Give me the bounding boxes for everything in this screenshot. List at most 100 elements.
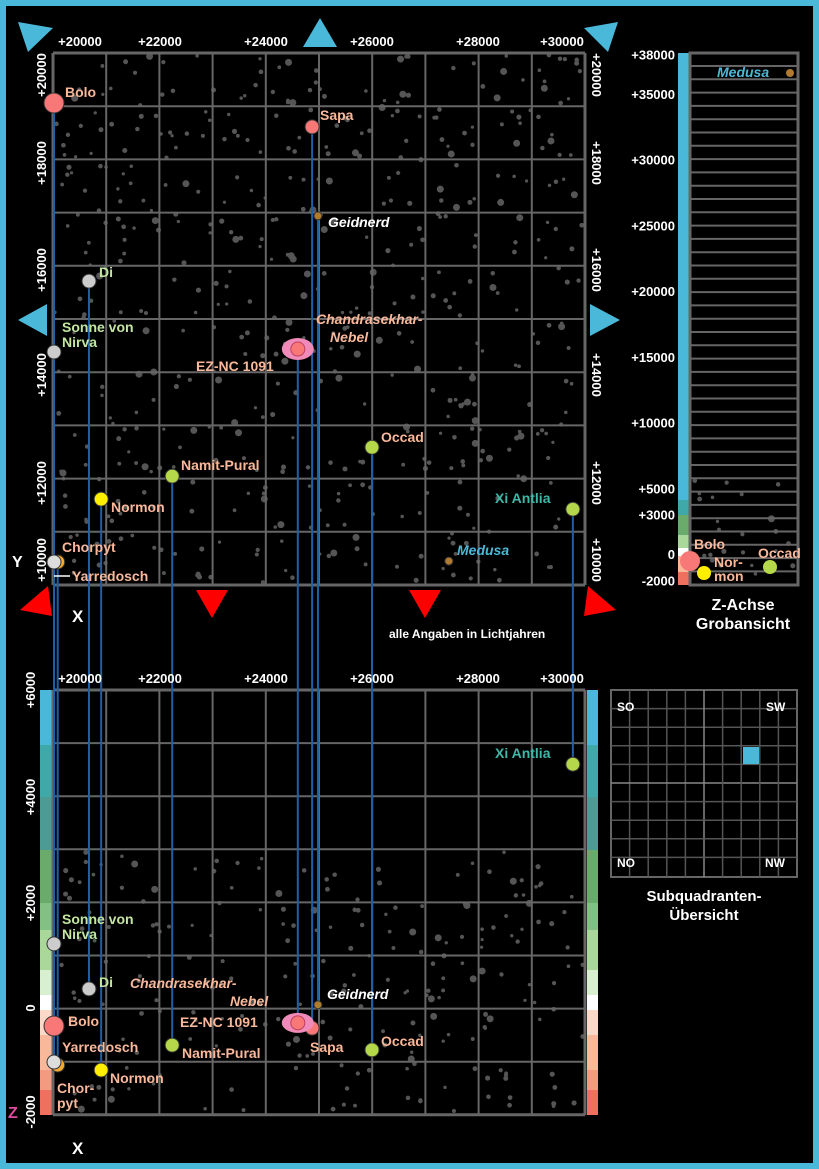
background-star: [274, 217, 279, 222]
background-star: [395, 100, 400, 105]
arrow-down-icon[interactable]: [196, 590, 228, 618]
background-star: [342, 326, 348, 331]
arrow-bottom-left-icon[interactable]: [20, 586, 52, 616]
background-star: [519, 878, 524, 883]
background-star: [65, 172, 70, 177]
background-star: [404, 138, 409, 143]
background-star: [568, 153, 573, 157]
background-star: [490, 271, 495, 276]
background-star: [111, 421, 115, 426]
background-star: [207, 118, 212, 123]
star-label: Bolo: [65, 84, 96, 100]
star-label: Bolo: [68, 1013, 99, 1029]
arrow-left-icon[interactable]: [18, 304, 47, 336]
background-star: [453, 552, 458, 556]
background-star: [516, 114, 522, 120]
background-star: [480, 84, 486, 89]
background-star: [517, 429, 522, 434]
arrow-up-icon[interactable]: [303, 18, 337, 47]
background-star: [134, 1050, 140, 1055]
background-star: [405, 429, 410, 434]
background-star: [280, 464, 287, 470]
background-star: [235, 429, 243, 437]
background-star: [447, 397, 453, 403]
arrow-top-left-icon[interactable]: [18, 22, 53, 52]
background-star: [510, 934, 514, 938]
background-star: [260, 580, 265, 585]
background-star: [516, 214, 524, 222]
arrow-top-right-icon[interactable]: [584, 22, 618, 52]
background-star: [167, 924, 171, 929]
background-star: [189, 508, 195, 514]
background-star: [513, 363, 518, 367]
arrow-down-icon[interactable]: [409, 590, 441, 618]
background-star: [502, 850, 506, 854]
background-star: [504, 54, 509, 58]
background-star: [478, 967, 486, 975]
background-star: [283, 974, 288, 979]
background-star: [451, 572, 456, 578]
background-star: [232, 235, 240, 243]
background-star: [536, 237, 541, 242]
x-tick-label: +20000: [58, 34, 102, 49]
background-star: [437, 995, 441, 1000]
background-star: [404, 54, 409, 59]
star-label: Yarredosch: [72, 568, 148, 584]
background-star: [503, 1075, 509, 1081]
background-star: [546, 322, 552, 328]
background-star: [382, 1042, 388, 1048]
background-star: [63, 867, 69, 874]
background-star: [439, 198, 444, 203]
background-star: [542, 79, 547, 84]
background-star: [485, 454, 493, 462]
background-star: [405, 92, 412, 98]
background-star: [362, 402, 367, 406]
z-color-band: [40, 1090, 52, 1115]
background-star: [195, 287, 202, 293]
background-star: [231, 128, 238, 134]
background-star: [136, 978, 142, 984]
background-star: [534, 885, 538, 889]
background-star: [208, 231, 212, 235]
background-star: [280, 906, 286, 912]
background-star: [77, 87, 82, 92]
background-star: [195, 54, 199, 58]
background-star: [181, 260, 187, 266]
background-star: [521, 893, 526, 897]
background-star: [235, 133, 240, 138]
background-star: [219, 218, 225, 224]
background-star: [174, 145, 178, 150]
background-star: [62, 493, 68, 498]
arrow-right-icon[interactable]: [590, 304, 620, 336]
background-star: [132, 226, 136, 230]
background-star: [92, 938, 97, 943]
arrow-bottom-right-icon[interactable]: [584, 586, 616, 616]
star-label: Nor-: [714, 554, 743, 570]
star-namit-pural: [164, 468, 180, 484]
background-star: [535, 864, 541, 870]
background-star: [349, 310, 353, 314]
background-star: [311, 1051, 315, 1056]
background-star: [188, 1037, 193, 1041]
background-star: [472, 526, 476, 530]
background-star: [204, 110, 208, 114]
background-star: [430, 293, 436, 299]
background-star: [122, 237, 127, 242]
star-geidnerd: [313, 211, 323, 221]
star-label: Occad: [758, 545, 801, 561]
background-star: [739, 492, 744, 497]
background-star: [291, 436, 295, 440]
background-star: [513, 240, 518, 245]
background-star: [420, 276, 425, 281]
background-star: [544, 256, 548, 260]
background-star: [147, 1076, 152, 1081]
background-star: [285, 58, 293, 66]
background-star: [385, 977, 390, 982]
background-star: [241, 1108, 246, 1113]
background-star: [562, 177, 566, 181]
background-star: [171, 465, 176, 469]
background-star: [470, 142, 475, 147]
star-label: Occad: [381, 1033, 424, 1049]
background-star: [68, 534, 73, 540]
background-star: [507, 447, 512, 452]
